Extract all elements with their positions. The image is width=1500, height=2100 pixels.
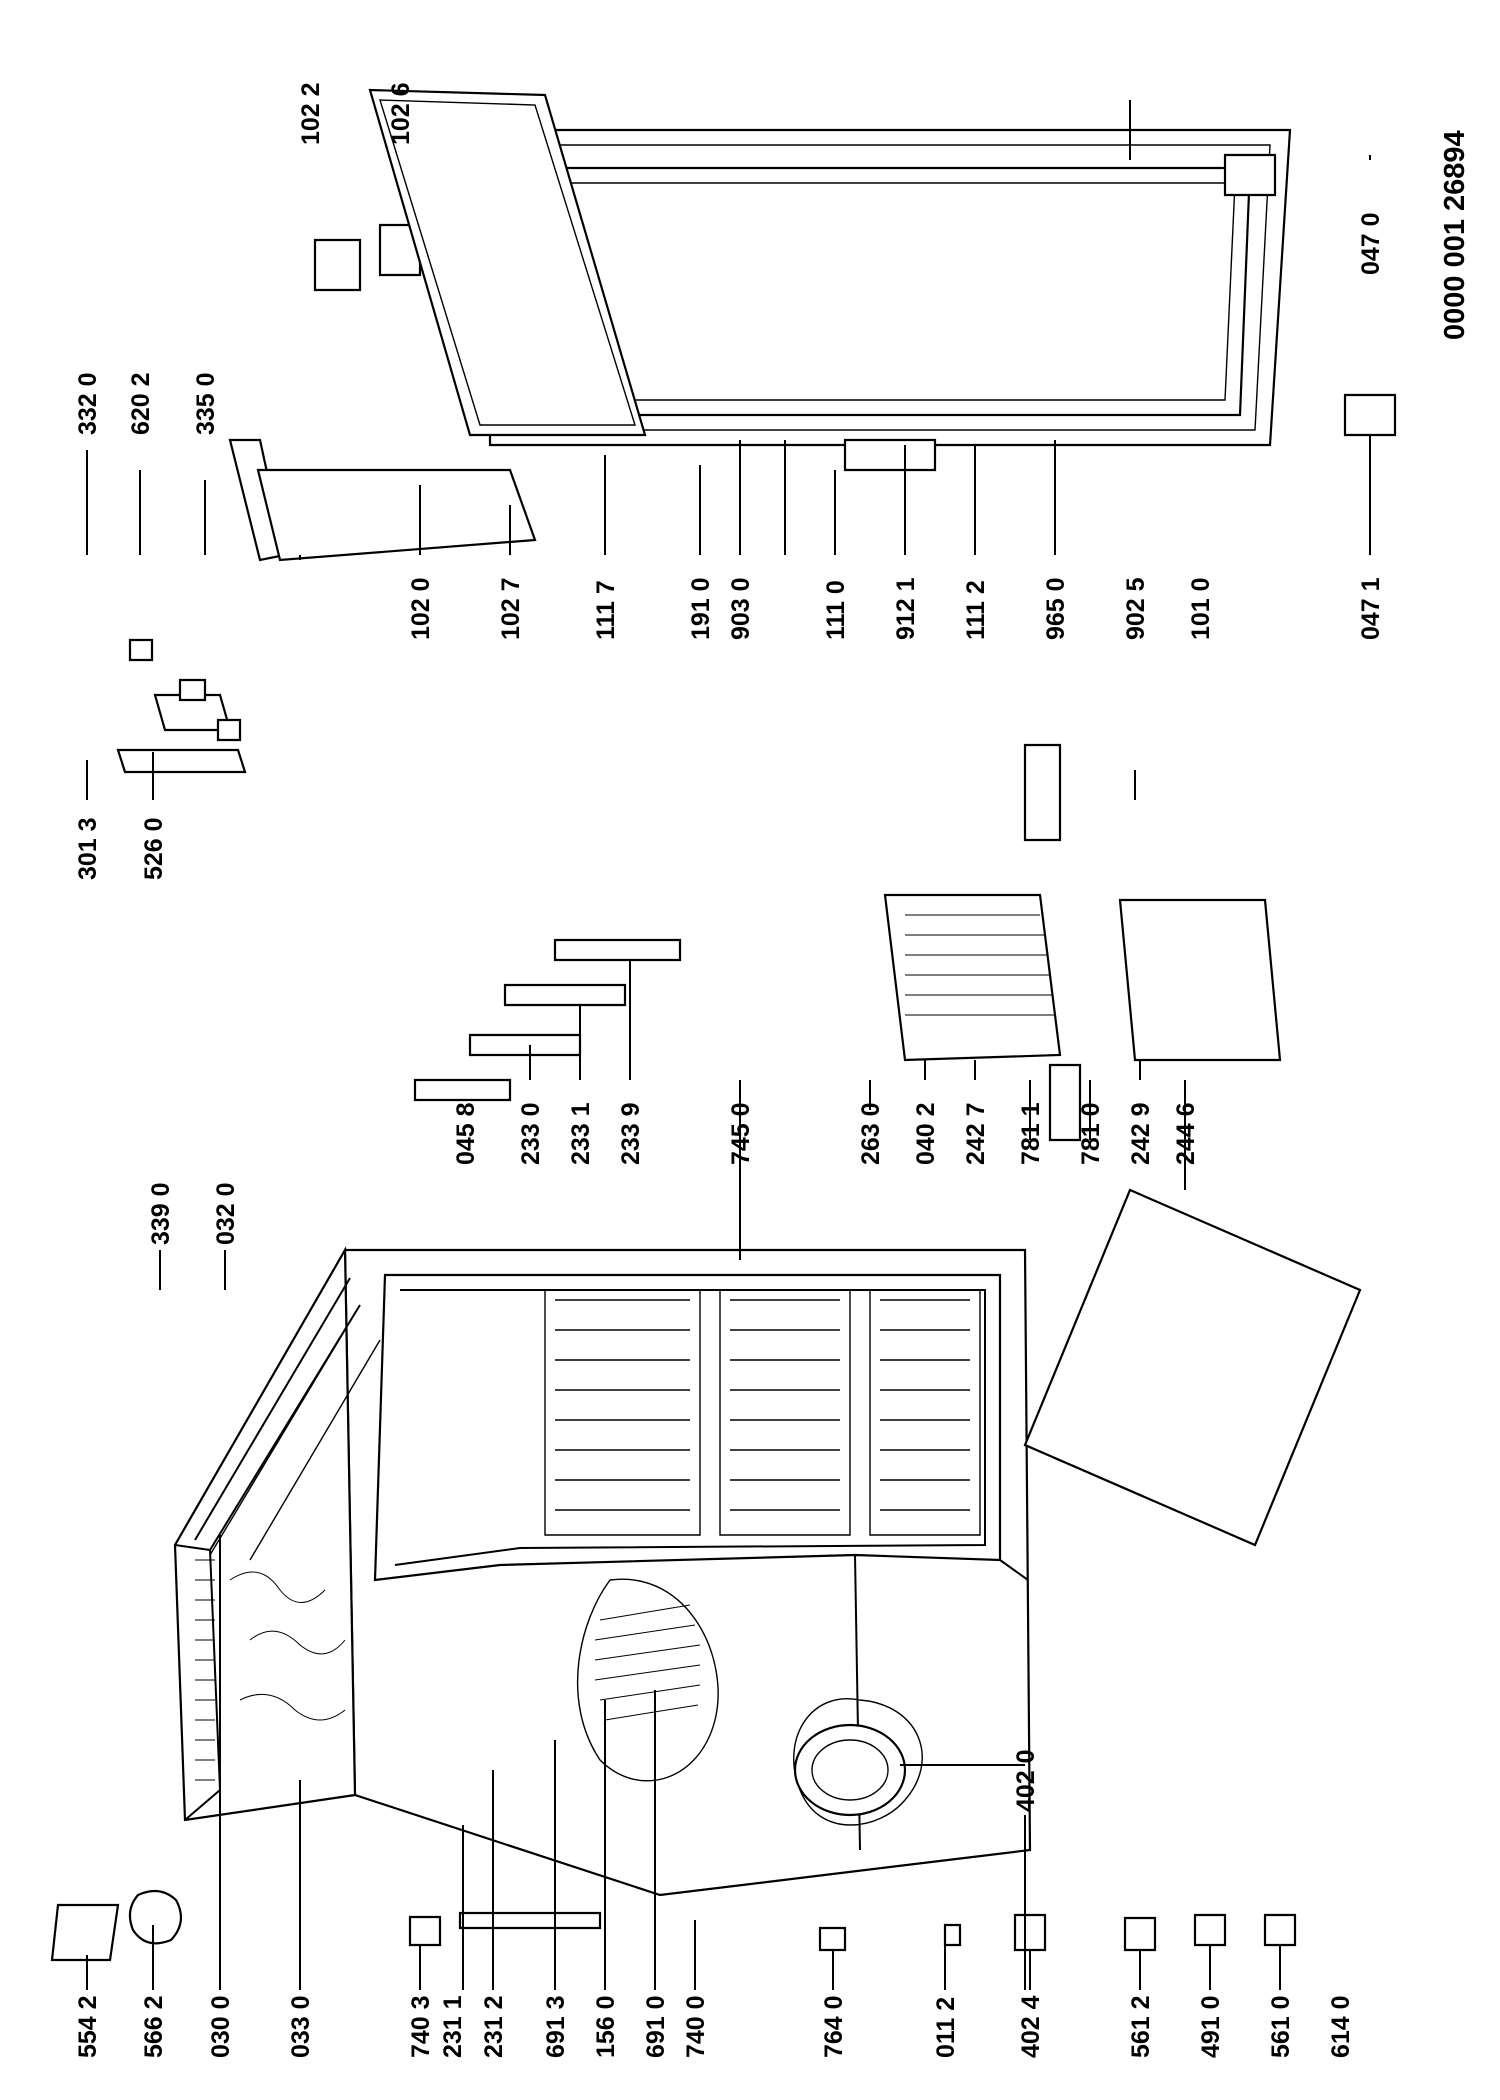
label-101-0: 101 0 [1187,577,1215,640]
label-691-3: 691 3 [542,1995,570,2058]
label-902-5: 902 5 [1122,577,1150,640]
label-745-0: 745 0 [727,1102,755,1165]
label-033-0: 033 0 [287,1995,315,2058]
label-102-2: 102 2 [297,82,325,145]
label-740-0: 740 0 [682,1995,710,2058]
label-491-0: 491 0 [1197,1995,1225,2058]
label-233-1: 233 1 [567,1102,595,1165]
label-301-3: 301 3 [74,817,102,880]
drawing-code: 0000 001 26894 [1439,130,1471,340]
label-903-0: 903 0 [727,577,755,640]
label-614-0: 614 0 [1327,1995,1355,2058]
label-740-3: 740 3 [407,1995,435,2058]
label-047-0: 047 0 [1357,212,1385,275]
cabinet [173,1246,1032,1897]
label-781-1: 781 1 [1017,1102,1045,1165]
label-554-2: 554 2 [74,1995,102,2058]
label-102-6: 102 6 [387,82,415,145]
label-781-0: 781 0 [1077,1102,1105,1165]
label-561-0: 561 0 [1267,1995,1295,2058]
wire-shelves [544,1289,981,1536]
label-231-2: 231 2 [480,1995,508,2058]
label-561-2: 561 2 [1127,1995,1155,2058]
control-panel [116,638,247,774]
small-parts-left [50,1889,1297,1962]
label-231-1: 231 1 [439,1995,467,2058]
label-244-6: 244 6 [1172,1102,1200,1165]
label-111-7: 111 7 [592,580,620,640]
label-233-9: 233 9 [617,1102,645,1165]
label-040-2: 040 2 [912,1102,940,1165]
label-242-7: 242 7 [962,1102,990,1165]
label-045-8: 045 8 [452,1102,480,1165]
label-102-7: 102 7 [497,577,525,640]
label-912-1: 912 1 [892,577,920,640]
label-191-0: 191 0 [687,577,715,640]
label-965-0: 965 0 [1042,577,1070,640]
label-402-0: 402 0 [1012,1749,1040,1812]
label-111-2: 111 2 [962,580,990,640]
leader-lines [86,100,1371,1990]
label-233-0: 233 0 [517,1102,545,1165]
label-032-0: 032 0 [212,1182,240,1245]
crisper-drawers [883,743,1362,1547]
label-335-0: 335 0 [192,372,220,435]
shelf-rails [413,938,682,1102]
label-764-0: 764 0 [820,1995,848,2058]
label-102-0: 102 0 [407,577,435,640]
label-332-0: 332 0 [74,372,102,435]
label-620-2: 620 2 [127,372,155,435]
part-labels: 554 2 566 2 030 0 033 0 740 3 231 1 231 … [74,82,1471,2058]
label-526-0: 526 0 [140,817,168,880]
label-691-0: 691 0 [642,1995,670,2058]
evaporator-cluster [576,1578,907,1817]
label-339-0: 339 0 [147,1182,175,1245]
label-111-0: 111 0 [822,580,850,640]
label-566-2: 566 2 [140,1995,168,2058]
label-047-1: 047 1 [1357,577,1385,640]
label-242-9: 242 9 [1127,1102,1155,1165]
label-011-2: 011 2 [932,1997,960,2058]
label-402-4: 402 4 [1017,1995,1045,2058]
label-263-0: 263 0 [857,1102,885,1165]
label-156-0: 156 0 [592,1995,620,2058]
door-assembly [368,88,1397,472]
label-030-0: 030 0 [207,1995,235,2058]
